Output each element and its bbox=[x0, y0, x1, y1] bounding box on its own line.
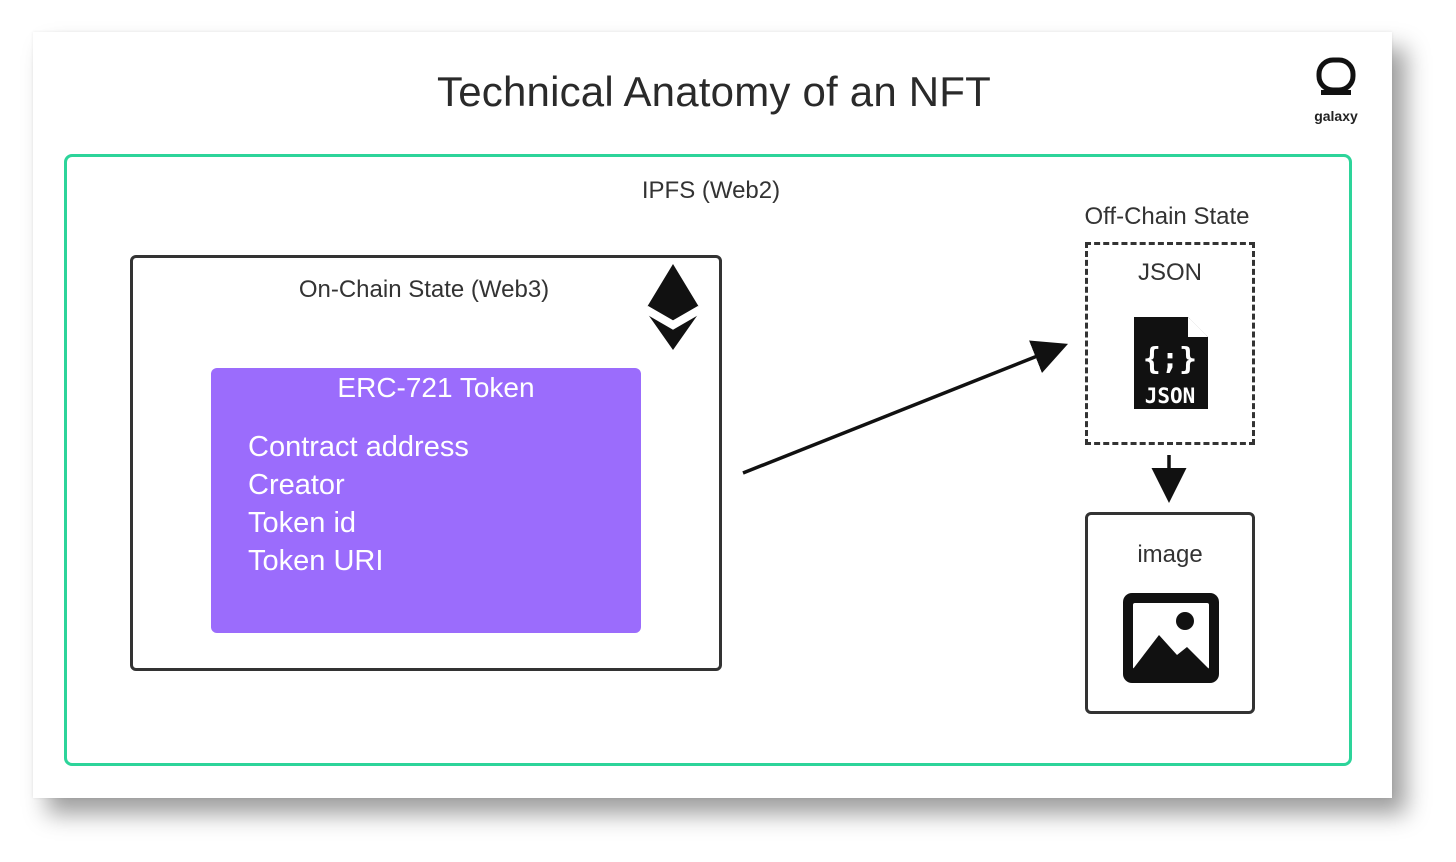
json-box: JSON {;} JSON bbox=[1085, 242, 1255, 445]
slide: Technical Anatomy of an NFT galaxy IPFS … bbox=[33, 32, 1392, 798]
json-icon-text: JSON bbox=[1145, 384, 1196, 408]
json-file-icon: {;} JSON bbox=[1134, 317, 1208, 409]
token-field-contract-address: Contract address bbox=[248, 431, 469, 463]
token-field-token-uri: Token URI bbox=[248, 545, 384, 577]
on-chain-label: On-Chain State (Web3) bbox=[298, 276, 550, 303]
token-fields-list: Contract address Creator Token id Token … bbox=[248, 428, 469, 580]
json-label: JSON bbox=[1137, 259, 1202, 286]
ipfs-label: IPFS (Web2) bbox=[641, 177, 781, 204]
token-title: ERC-721 Token bbox=[337, 372, 535, 403]
galaxy-logo: galaxy bbox=[1305, 54, 1367, 128]
on-chain-state-box: On-Chain State (Web3) ERC-721 Token Cont… bbox=[130, 255, 722, 671]
ipfs-frame: IPFS (Web2) On-Chain State (Web3) ERC-72… bbox=[64, 154, 1352, 766]
off-chain-label: Off-Chain State bbox=[1084, 203, 1250, 230]
image-label: image bbox=[1137, 541, 1203, 568]
galaxy-logo-icon bbox=[1316, 57, 1356, 95]
token-field-token-id: Token id bbox=[248, 507, 357, 539]
page-title: Technical Anatomy of an NFT bbox=[437, 68, 991, 115]
logo-text: galaxy bbox=[1314, 108, 1358, 124]
ethereum-icon bbox=[646, 264, 700, 350]
token-field-creator: Creator bbox=[248, 469, 345, 501]
token-uri-to-json-arrow bbox=[742, 340, 1069, 475]
json-icon-braces: {;} bbox=[1143, 342, 1197, 377]
image-icon bbox=[1123, 593, 1219, 683]
erc-721-token-box: ERC-721 Token Contract address Creator T… bbox=[211, 368, 641, 633]
image-box: image bbox=[1085, 512, 1255, 714]
